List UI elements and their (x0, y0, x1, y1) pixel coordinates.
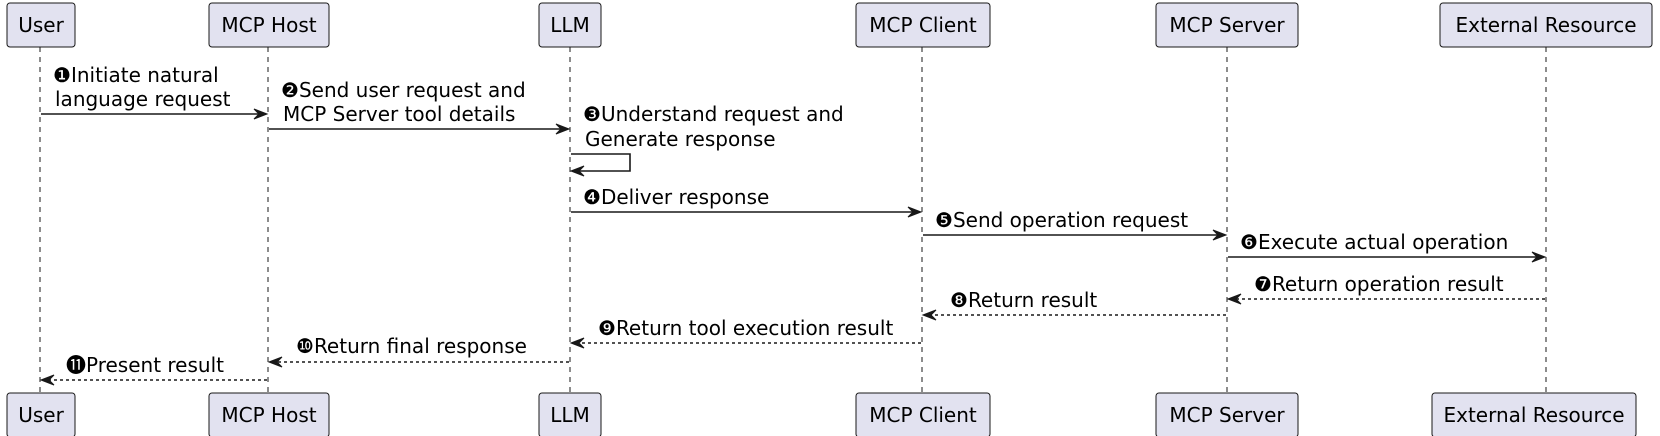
participant-ext-top: External Resource (1439, 2, 1653, 48)
step-number: ❹ (583, 185, 601, 209)
participant-client-top: MCP Client (855, 2, 991, 48)
participant-label: MCP Host (221, 403, 316, 427)
message-label: ❿Return final response (296, 334, 527, 358)
participant-label: MCP Client (869, 403, 977, 427)
step-number: ❺ (935, 208, 953, 232)
participant-label: LLM (550, 13, 590, 37)
message-label: ❶Initiate natural (53, 63, 219, 87)
participant-host-bottom: MCP Host (208, 392, 330, 436)
step-number: ❾ (598, 316, 616, 340)
message-label: ❼Return operation result (1254, 272, 1504, 296)
message-text: Present result (86, 353, 224, 377)
message-label: MCP Server tool details (283, 102, 515, 126)
participant-label: MCP Server (1169, 13, 1285, 37)
participant-user-top: User (6, 2, 76, 48)
message-text: language request (55, 87, 231, 111)
participant-label: MCP Host (221, 13, 316, 37)
step-number: ❼ (1254, 272, 1272, 296)
message-label: ❸Understand request and (583, 102, 844, 126)
message-text: Understand request and (601, 102, 844, 126)
message-text: Initiate natural (71, 63, 219, 87)
message-label: ❻Execute actual operation (1240, 230, 1508, 254)
message-9: ❾Return tool execution result (569, 316, 921, 349)
participant-client-bottom: MCP Client (855, 392, 991, 436)
step-number: ❷ (281, 78, 299, 102)
participant-label: MCP Server (1169, 403, 1285, 427)
participant-server-bottom: MCP Server (1155, 392, 1299, 436)
participant-llm-bottom: LLM (538, 392, 602, 436)
message-text: Return operation result (1272, 272, 1504, 296)
step-number: ❿ (296, 334, 314, 358)
participant-server-top: MCP Server (1155, 2, 1299, 48)
message-6: ❻Execute actual operation (1228, 230, 1547, 263)
participant-llm-top: LLM (538, 2, 602, 48)
message-5: ❺Send operation request (923, 208, 1228, 241)
message-text: Send user request and (299, 78, 526, 102)
message-label: Generate response (585, 127, 776, 151)
step-number: ❻ (1240, 230, 1258, 254)
message-text: Generate response (585, 127, 776, 151)
step-number: ❸ (583, 102, 601, 126)
message-4: ❹Deliver response (571, 185, 923, 218)
message-11: ⓫Present result (39, 353, 267, 386)
message-label: ❾Return tool execution result (598, 316, 893, 340)
step-number: ⓫ (66, 353, 86, 377)
participant-label: LLM (550, 403, 590, 427)
step-number: ❽ (950, 288, 968, 312)
participant-host-top: MCP Host (208, 2, 330, 48)
message-7: ❼Return operation result (1226, 272, 1545, 305)
message-label: ❷Send user request and (281, 78, 526, 102)
message-text: Send operation request (953, 208, 1188, 232)
message-label: ❹Deliver response (583, 185, 769, 209)
message-10: ❿Return final response (267, 334, 569, 368)
message-text: Return result (968, 288, 1097, 312)
message-label: ⓫Present result (66, 353, 224, 377)
participant-user-bottom: User (6, 392, 76, 436)
participant-label: External Resource (1443, 403, 1624, 427)
participant-label: MCP Client (869, 13, 977, 37)
message-8: ❽Return result (921, 288, 1226, 321)
step-number: ❶ (53, 63, 71, 87)
lifelines (39, 47, 1547, 393)
message-label: language request (55, 87, 231, 111)
participant-label: User (18, 13, 64, 37)
message-text: MCP Server tool details (283, 102, 515, 126)
message-label: ❽Return result (950, 288, 1097, 312)
message-text: Deliver response (601, 185, 769, 209)
message-text: Execute actual operation (1258, 230, 1508, 254)
participant-label: User (18, 403, 64, 427)
message-label: ❺Send operation request (935, 208, 1188, 232)
message-text: Return final response (314, 334, 527, 358)
participant-ext-bottom: External Resource (1431, 392, 1637, 436)
participant-label: External Resource (1455, 13, 1636, 37)
message-text: Return tool execution result (616, 316, 894, 340)
